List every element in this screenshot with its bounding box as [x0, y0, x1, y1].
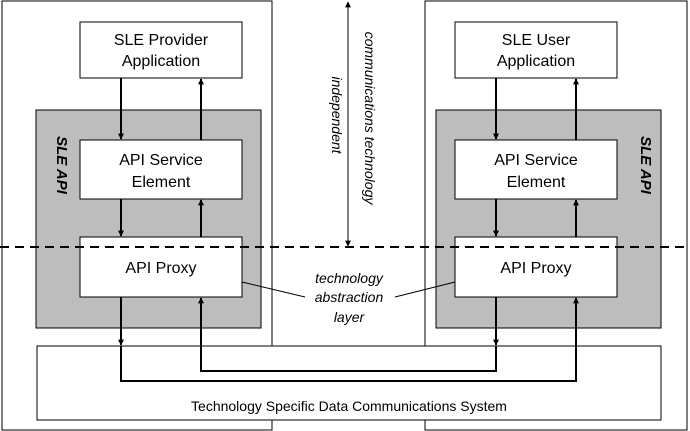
comm-independent-line-1: communications technology [362, 32, 378, 206]
left-sle-api-label: SLE API [53, 136, 70, 195]
sle-provider-application-line-1: SLE Provider [114, 32, 209, 49]
right-to-left-comm-path [200, 346, 497, 372]
abstraction-line-2: abstraction [315, 289, 384, 305]
right-api-service-element-line-2: Element [507, 174, 566, 191]
left-api-proxy-label: API Proxy [125, 260, 196, 277]
left-api-service-element-line-2: Element [132, 174, 191, 191]
data-communications-system-label: Technology Specific Data Communications … [191, 398, 507, 414]
abstraction-leader-right [394, 281, 456, 298]
left-to-right-comm-path [120, 346, 577, 382]
comm-independent-line-2: independent [329, 76, 345, 154]
abstraction-line-1: technology [315, 270, 384, 286]
right-api-service-element-line-1: API Service [494, 152, 578, 169]
sle-user-application-line-1: SLE User [502, 32, 571, 49]
abstraction-line-3: layer [334, 309, 366, 325]
right-api-proxy-label: API Proxy [500, 260, 571, 277]
sle-provider-application-box [79, 21, 243, 79]
sle-user-application-line-2: Application [497, 53, 575, 70]
data-communications-system-box [36, 345, 662, 421]
right-sle-api-label: SLE API [637, 136, 654, 195]
sle-provider-application-line-2: Application [122, 53, 200, 70]
left-api-service-element-line-1: API Service [119, 152, 203, 169]
abstraction-leader-left [241, 281, 306, 298]
right-api-service-element-box [454, 139, 618, 200]
left-api-service-element-box [79, 139, 243, 200]
sle-user-application-box [454, 21, 618, 79]
